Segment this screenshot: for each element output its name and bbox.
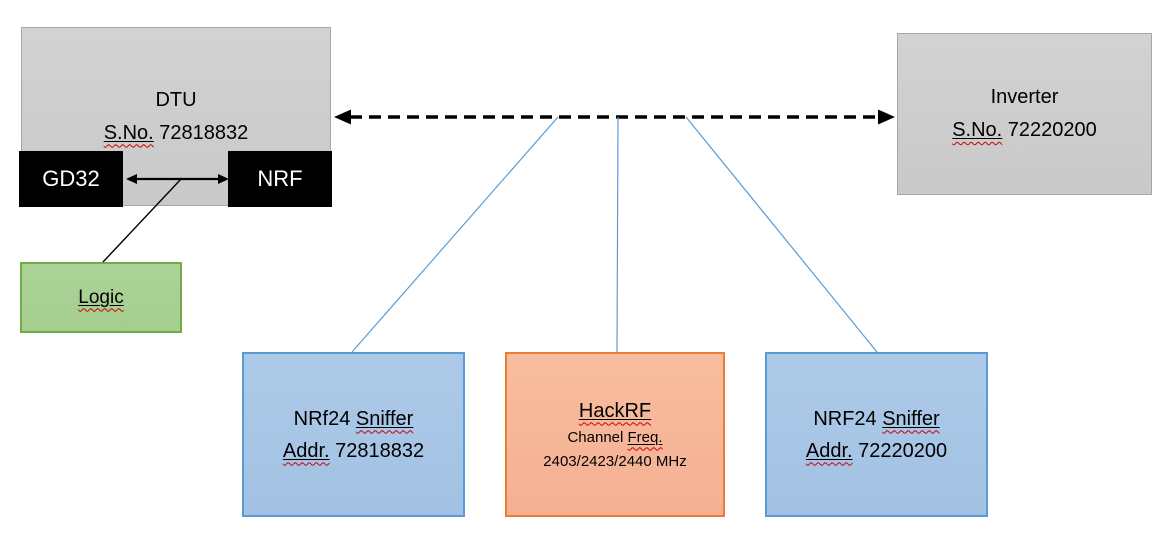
hackrf-node: HackRF Channel Freq. 2403/2423/2440 MHz: [505, 352, 725, 517]
hackrf-frequencies: 2403/2423/2440 MHz: [543, 452, 687, 470]
inverter-node: Inverter S.No. 72220200: [897, 33, 1152, 195]
gd32-label: GD32: [42, 166, 100, 191]
hackrf-connector-line: [616, 116, 619, 353]
logic-node: Logic: [20, 262, 182, 333]
dashed-arrowhead-left-icon: [334, 109, 351, 125]
sniffer-left-node: NRf24 Sniffer Addr. 72818832: [242, 352, 465, 517]
sniffer-right-node: NRF24 Sniffer Addr. 72220200: [765, 352, 988, 517]
sniffer-left-title: NRf24 Sniffer: [293, 407, 414, 430]
gd32-node: GD32: [19, 151, 123, 207]
inverter-title: Inverter: [990, 86, 1059, 108]
sniffer-left-connector-line: [351, 116, 559, 353]
dashed-arrowhead-right-icon: [878, 109, 895, 125]
logic-label: Logic: [78, 286, 124, 308]
hackrf-title: HackRF: [578, 399, 652, 422]
sniffer-left-address: Addr. 72818832: [282, 439, 425, 462]
nrf-node: NRF: [228, 151, 332, 207]
dtu-serial: S.No. 72818832: [103, 121, 249, 144]
inverter-serial: S.No. 72220200: [952, 119, 1097, 141]
sniffer-right-title: NRF24 Sniffer: [813, 407, 940, 430]
sniffer-right-connector-line: [685, 116, 878, 353]
dtu-title: DTU: [155, 88, 197, 111]
nrf-label: NRF: [257, 166, 303, 191]
hackrf-channel-label: Channel Freq.: [567, 428, 663, 446]
sniffer-right-address: Addr. 72220200: [805, 439, 948, 462]
